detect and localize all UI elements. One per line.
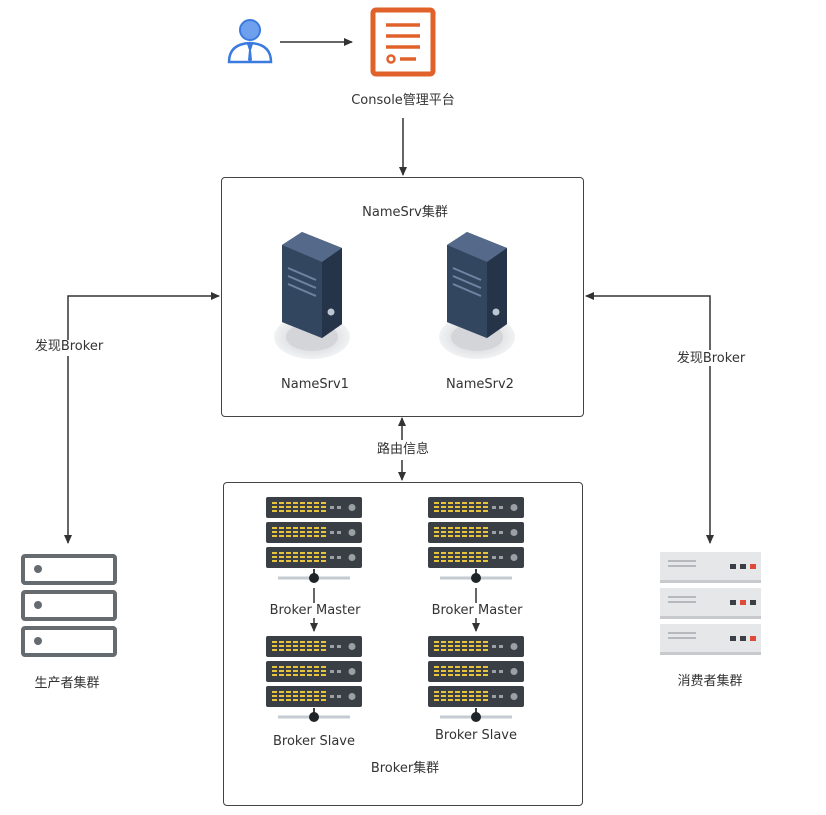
broker-slave-2-label: Broker Slave <box>435 728 517 743</box>
server-rack-icon <box>660 552 761 655</box>
broker-slave-1-rack <box>266 636 362 722</box>
discover-broker-left-label: 发现Broker <box>34 339 104 354</box>
server-stack-icon <box>21 554 117 657</box>
producer-cluster-label: 生产者集群 <box>34 676 100 691</box>
broker-master-2-label: Broker Master <box>431 603 523 618</box>
namesrv1-label: NameSrv1 <box>281 377 349 392</box>
broker-racks <box>266 497 524 722</box>
arrow-consumer-to-namesrv <box>585 292 711 350</box>
broker-cluster-label: Broker集群 <box>370 761 440 776</box>
namesrv-cluster-label: NameSrv集群 <box>362 205 448 220</box>
broker-master-1-label: Broker Master <box>269 603 361 618</box>
namesrv-cluster-box <box>221 177 584 417</box>
broker-slave-1-label: Broker Slave <box>273 734 355 749</box>
console-label: Console管理平台 <box>351 93 455 108</box>
route-info-label: 路由信息 <box>376 442 430 457</box>
consumer-cluster-label: 消费者集群 <box>677 674 743 689</box>
broker-slave-2-rack <box>428 636 524 722</box>
document-icon <box>370 7 436 77</box>
arrow-producer-to-namesrv <box>67 292 220 340</box>
user-icon <box>227 19 273 64</box>
broker-master-2-rack <box>428 497 524 583</box>
server-tower-icon <box>439 232 515 359</box>
broker-cluster-box <box>223 482 583 806</box>
namesrv2-label: NameSrv2 <box>446 377 514 392</box>
discover-broker-right-label: 发现Broker <box>676 351 746 366</box>
server-tower-icon <box>274 232 350 359</box>
broker-master-1-rack <box>266 497 362 583</box>
